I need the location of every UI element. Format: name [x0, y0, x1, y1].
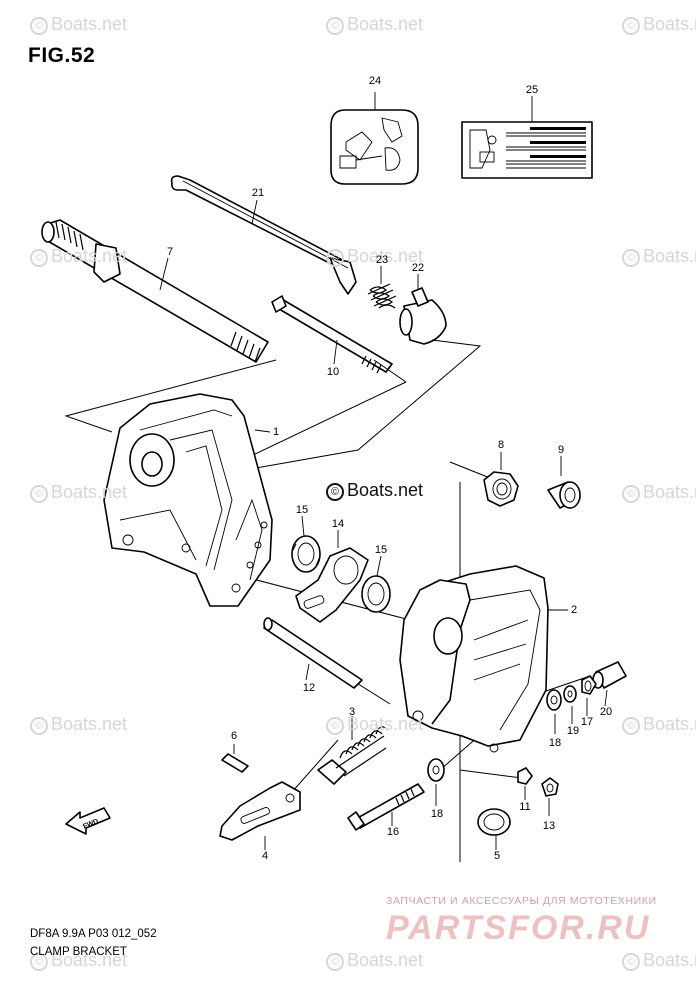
watermark: ©Boats.net — [30, 950, 127, 971]
figure-title: FIG.52 — [28, 44, 96, 67]
fwd-arrow-icon: FWD — [65, 807, 111, 835]
callout-number: 7 — [166, 246, 174, 258]
callout-number: 24 — [368, 75, 382, 87]
watermark: ©Boats.net — [30, 482, 127, 503]
watermark: ©Boats.net — [622, 714, 696, 735]
watermark: ©Boats.net — [326, 714, 423, 735]
callout-number: 3 — [348, 706, 356, 718]
part-10-bolt — [271, 295, 393, 374]
callout-number: 4 — [261, 850, 269, 862]
callout-number: 6 — [230, 730, 238, 742]
callout-number: 15 — [295, 504, 309, 516]
diagram-code: DF8A 9.9A P03 012_052 — [30, 928, 157, 940]
watermark: ©Boats.net — [622, 482, 696, 503]
callout-number: 23 — [375, 254, 389, 266]
watermark: ©Boats.net — [326, 14, 423, 35]
part-23-spring — [367, 283, 397, 309]
part-17-nut — [581, 675, 597, 695]
watermark: ©Boats.net — [30, 14, 127, 35]
callout-number: 25 — [525, 84, 539, 96]
callout-number: 8 — [497, 439, 505, 451]
part-5-cap — [477, 808, 511, 836]
callout-number: 14 — [331, 518, 345, 530]
part-11-nut — [517, 767, 533, 785]
shop-logo: PARTSFOR.RU — [386, 909, 651, 947]
callout-number: 21 — [251, 187, 265, 199]
watermark: ©Boats.net — [326, 246, 423, 267]
watermark: ©Boats.net — [622, 246, 696, 267]
diagram-name: CLAMP BRACKET — [30, 946, 127, 958]
callout-number: 1 — [272, 426, 280, 438]
watermark: ©Boats.net — [30, 246, 127, 267]
part-20-collar — [592, 661, 627, 689]
part-19-washer — [563, 685, 577, 703]
part-3-spring — [317, 726, 389, 785]
part-14-retainer — [295, 547, 369, 623]
callout-number: 11 — [519, 801, 531, 813]
part-22-knob — [399, 287, 447, 345]
part-15-bushing-right — [361, 575, 391, 613]
shop-tagline: ЗАПЧАСТИ И АКСЕССУАРЫ ДЛЯ МОТОТЕХНИКИ — [386, 895, 657, 907]
part-15-bushing-left — [291, 535, 321, 573]
part-9-bushing — [547, 481, 581, 509]
part-4-lever — [219, 781, 301, 841]
part-18-washer-upper — [546, 689, 562, 711]
watermark-center: ©Boats.net — [326, 480, 423, 501]
part-12-pin — [263, 617, 363, 689]
part-13-nut — [541, 777, 559, 797]
callout-number: 5 — [493, 850, 501, 862]
callout-number: 18 — [548, 737, 562, 749]
callout-number: 13 — [542, 820, 556, 832]
callout-number: 12 — [302, 682, 316, 694]
callout-number: 2 — [570, 604, 578, 616]
part-24-decal — [330, 109, 419, 185]
watermark: ©Boats.net — [326, 950, 423, 971]
callout-number: 16 — [386, 826, 400, 838]
callout-number: 15 — [374, 544, 388, 556]
part-8-nut — [483, 471, 519, 507]
callout-number: 10 — [326, 366, 340, 378]
part-2-clamp-bracket — [399, 565, 549, 753]
watermark: ©Boats.net — [622, 950, 696, 971]
callout-number: 19 — [566, 725, 580, 737]
part-6-pin — [221, 753, 249, 773]
part-25-label — [461, 121, 593, 179]
callout-number: 20 — [599, 706, 613, 718]
callout-number: 18 — [430, 808, 444, 820]
part-21-rod — [170, 175, 357, 295]
part-18-washer-lower — [427, 758, 445, 782]
callout-number: 22 — [411, 262, 425, 274]
callout-number: 9 — [557, 444, 565, 456]
watermark: ©Boats.net — [622, 14, 696, 35]
part-1-clamp-bracket — [103, 393, 273, 607]
watermark: ©Boats.net — [30, 714, 127, 735]
callout-number: 17 — [580, 716, 594, 728]
part-7-tilt-tube — [41, 219, 269, 363]
part-16-bolt — [347, 783, 425, 831]
